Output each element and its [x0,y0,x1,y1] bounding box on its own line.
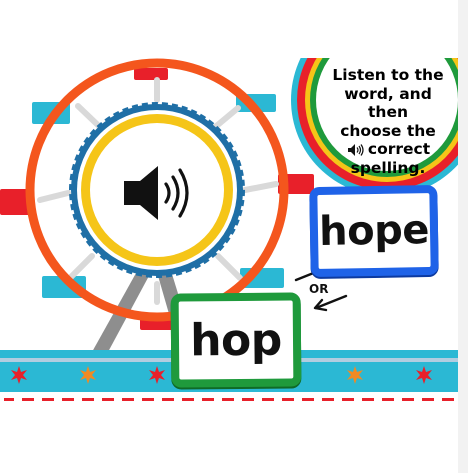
instruction-line: correct [367,140,431,158]
edge-strip [458,0,468,473]
instruction-line: choose the [340,121,436,140]
speaker-icon [124,166,189,220]
instruction-badge [0,0,468,200]
star-icon [416,366,432,384]
instruction-text: Listen to the word, and then choose the … [326,66,450,177]
or-label: OR [309,282,329,296]
instruction-line: spelling. [350,158,426,177]
instruction-line: word, and then [344,84,432,122]
play-audio-button[interactable] [108,158,200,228]
choice-card-hope[interactable]: hope [309,184,439,278]
speaker-icon[interactable] [346,143,366,157]
instruction-line: Listen to the [332,66,444,84]
star-icon [149,366,165,384]
choice-label: hop [189,314,283,366]
star-icon [11,366,27,384]
choice-card-hop[interactable]: hop [170,292,302,388]
choice-label: hope [318,207,430,255]
star-icon [80,366,96,384]
star-icon [347,366,363,384]
instruction-line: correct [326,140,450,159]
track-stars [11,366,432,384]
